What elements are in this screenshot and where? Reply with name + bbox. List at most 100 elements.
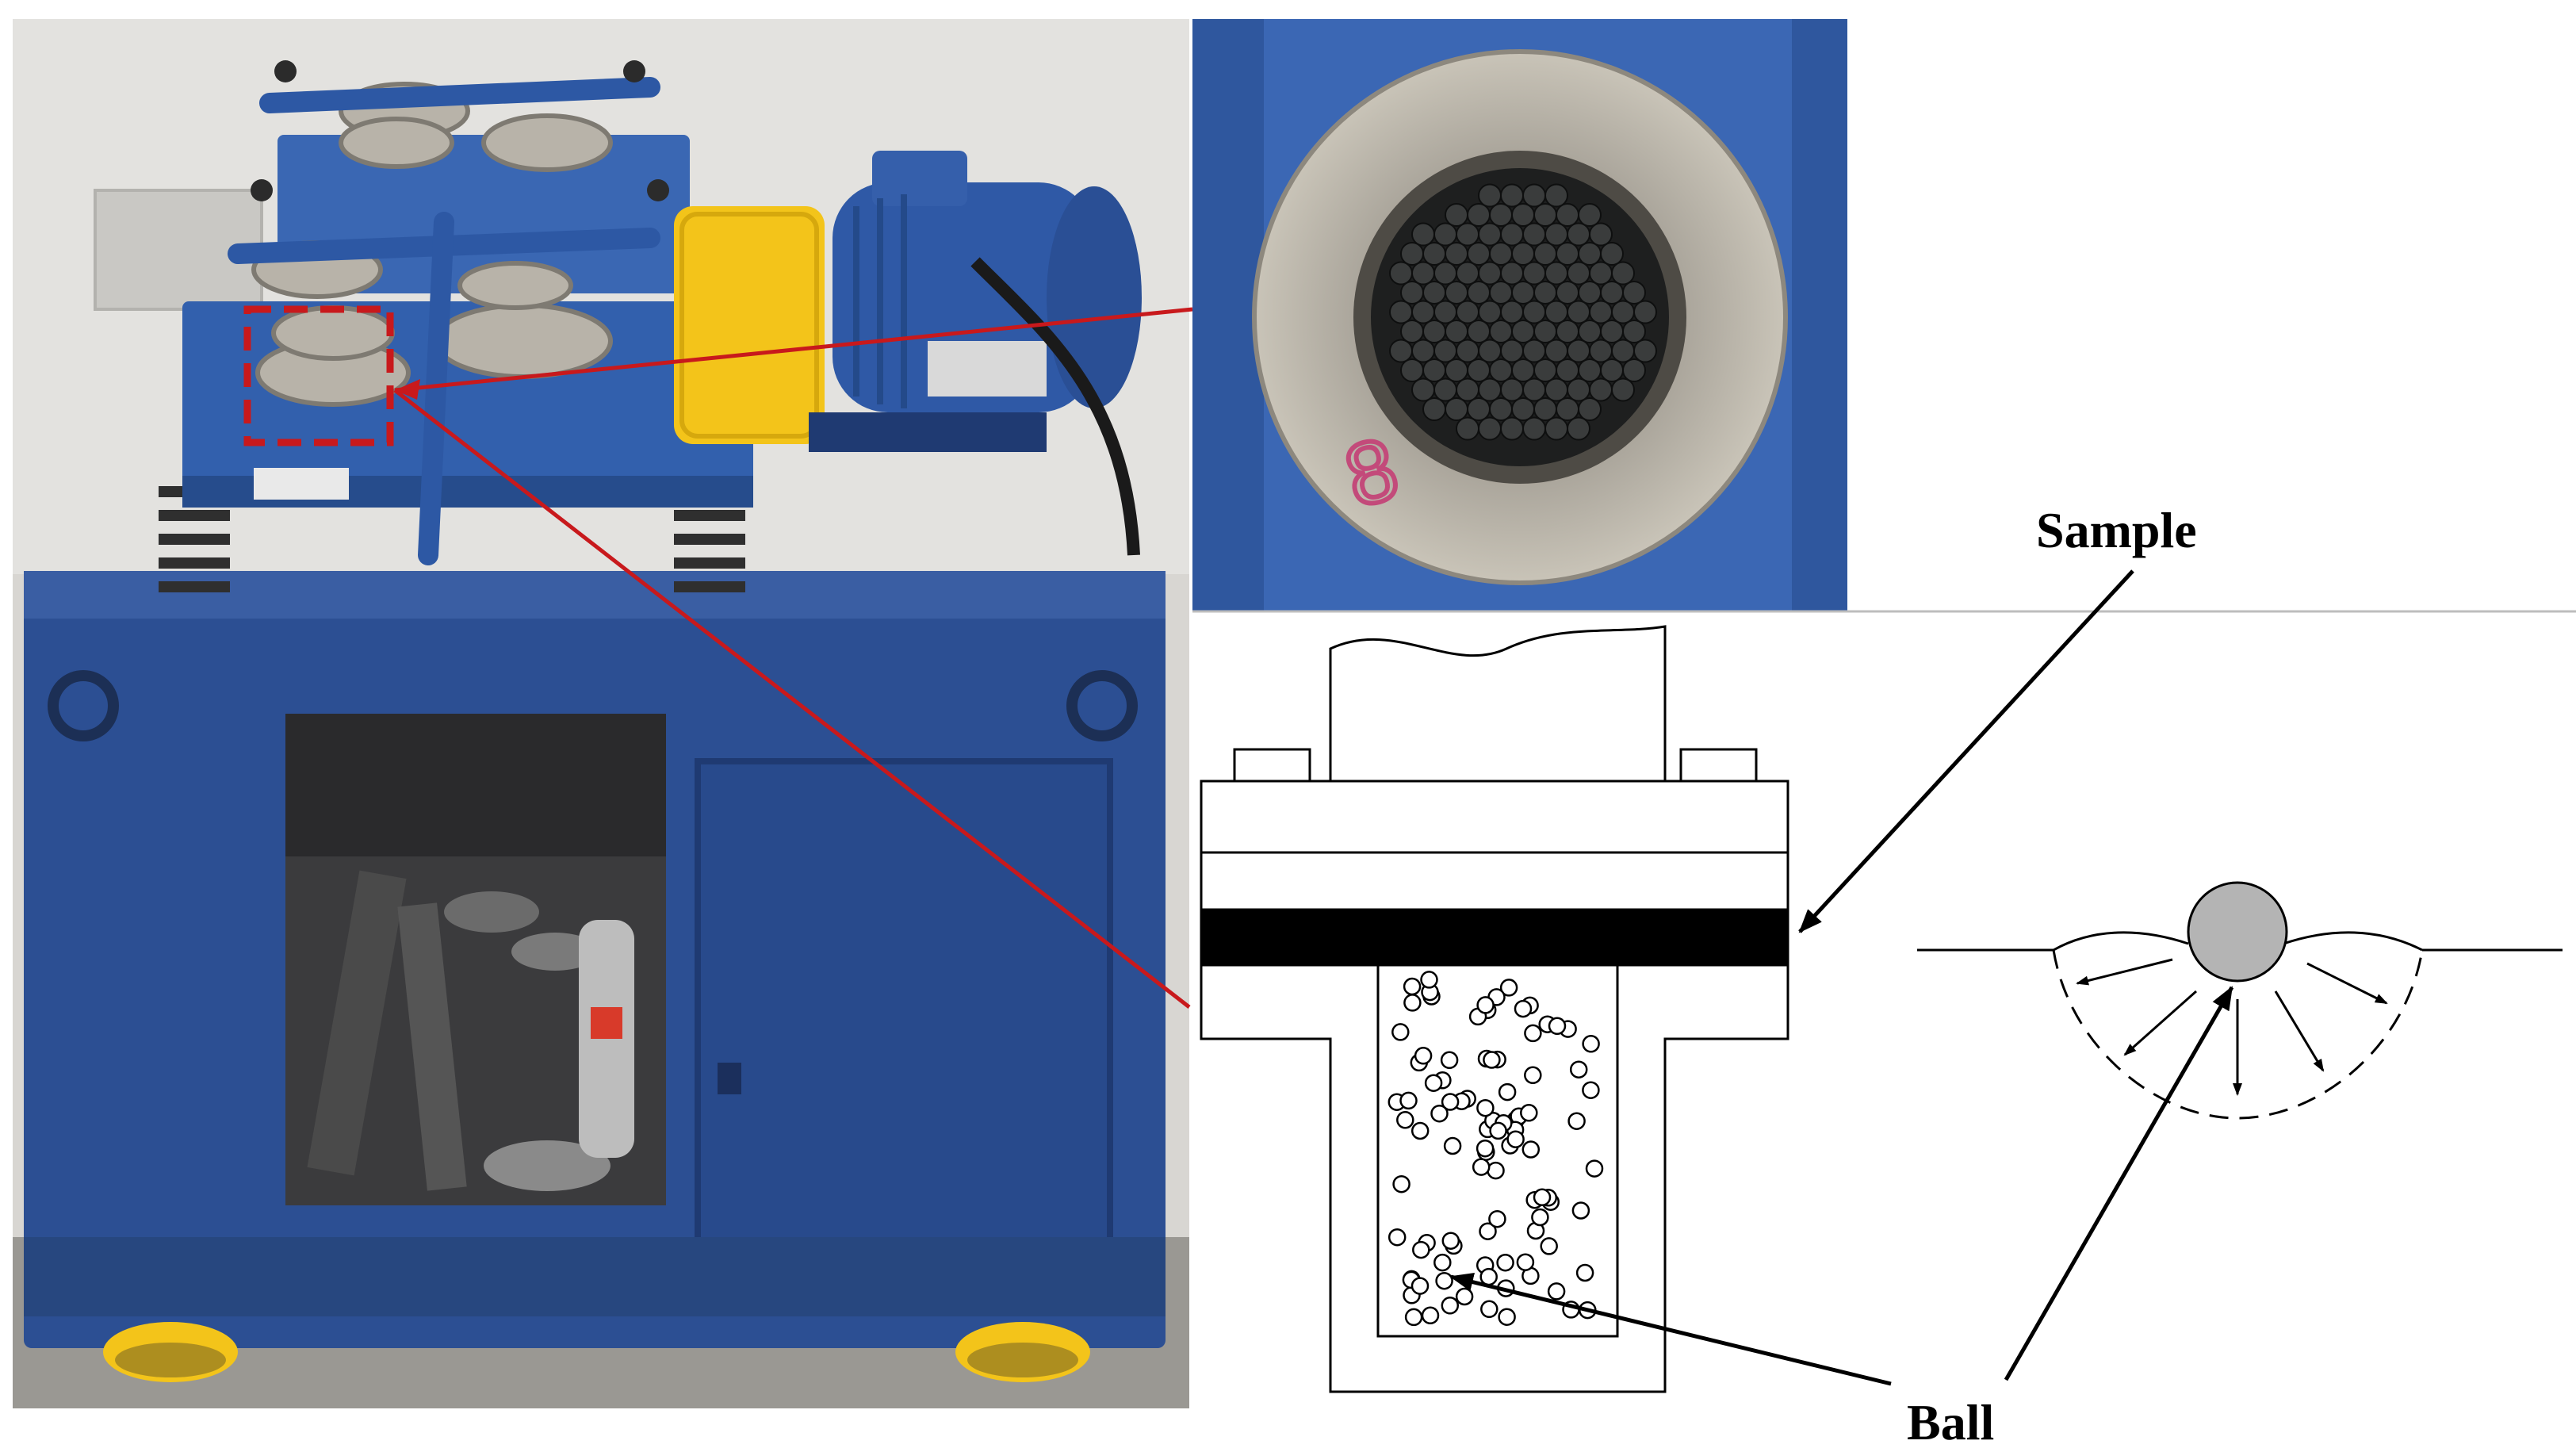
schematic-ball (1569, 1060, 1588, 1078)
steel-ball (1600, 320, 1624, 343)
steel-ball (1478, 261, 1502, 285)
schematic-ball (1582, 1081, 1600, 1099)
steel-ball (1489, 242, 1513, 266)
schematic-ball (1410, 1277, 1430, 1295)
steel-ball (1411, 377, 1435, 402)
schematic-ball (1388, 1228, 1407, 1247)
steel-ball (1456, 377, 1479, 402)
schematic-ball (1391, 1023, 1410, 1041)
steel-ball (1600, 242, 1624, 266)
sample-holder-highlight (243, 305, 394, 446)
steel-ball (1522, 416, 1546, 441)
steel-ball (1533, 203, 1557, 227)
steel-ball (1589, 339, 1613, 363)
steel-ball (1533, 320, 1557, 343)
schematic-ball (1582, 1035, 1600, 1053)
steel-ball (1411, 300, 1435, 324)
schematic-ball (1487, 1161, 1505, 1180)
steel-ball (1556, 242, 1579, 266)
schematic-ball (1403, 977, 1422, 996)
steel-ball (1422, 320, 1446, 343)
steel-ball (1578, 203, 1602, 227)
steel-ball (1489, 320, 1513, 343)
balls-closeup-photo: 8 (1192, 19, 1847, 611)
steel-ball (1578, 242, 1602, 266)
steel-ball (1544, 222, 1568, 247)
schematic-ball (1443, 1136, 1462, 1155)
steel-ball (1567, 339, 1590, 363)
steel-ball (1422, 242, 1446, 266)
steel-ball (1511, 320, 1535, 343)
steel-ball (1467, 281, 1491, 305)
steel-ball (1589, 222, 1613, 247)
steel-ball (1611, 377, 1635, 402)
steel-ball (1433, 261, 1457, 285)
schematic-ball (1499, 979, 1518, 997)
steel-ball (1478, 300, 1502, 324)
steel-ball (1533, 358, 1557, 382)
steel-ball (1556, 358, 1579, 382)
steel-ball (1511, 242, 1535, 266)
schematic-ball (1521, 1140, 1541, 1159)
steel-ball (1456, 261, 1479, 285)
steel-ball (1478, 416, 1502, 441)
steel-ball (1422, 281, 1446, 305)
schematic-ball (1404, 1308, 1423, 1327)
steel-ball (1578, 358, 1602, 382)
schematic-ball (1479, 1222, 1497, 1240)
schematic-ball (1489, 1121, 1507, 1140)
schematic-ball (1480, 1300, 1499, 1319)
steel-ball (1633, 339, 1657, 363)
steel-ball (1567, 377, 1590, 402)
steel-ball (1456, 416, 1479, 441)
steel-ball (1511, 397, 1535, 421)
steel-ball (1567, 300, 1590, 324)
steel-ball (1556, 281, 1579, 305)
steel-ball (1500, 377, 1524, 402)
steel-ball (1478, 222, 1502, 247)
steel-ball (1467, 397, 1491, 421)
steel-ball (1489, 397, 1513, 421)
impact-ball-icon (2187, 881, 2288, 983)
steel-ball (1389, 339, 1413, 363)
steel-ball (1522, 300, 1546, 324)
schematic-ball (1506, 1130, 1525, 1148)
steel-ball (1589, 300, 1613, 324)
steel-ball (1611, 261, 1635, 285)
schematic-ball (1571, 1201, 1590, 1220)
steel-ball (1400, 242, 1424, 266)
steel-ball (1478, 339, 1502, 363)
steel-ball (1633, 300, 1657, 324)
steel-ball (1578, 397, 1602, 421)
steel-ball (1411, 222, 1435, 247)
schematic-ball (1476, 996, 1495, 1014)
schematic-ball (1440, 1051, 1459, 1070)
steel-ball (1533, 397, 1557, 421)
steel-ball (1600, 358, 1624, 382)
steel-ball (1522, 339, 1546, 363)
holder-schematic (1200, 625, 1789, 1393)
schematic-ball (1441, 1232, 1460, 1250)
steel-ball (1389, 300, 1413, 324)
peening-detail-schematic (1917, 881, 2563, 1120)
schematic-ball (1430, 1104, 1449, 1123)
steel-ball (1567, 222, 1590, 247)
steel-ball (1622, 320, 1646, 343)
steel-ball (1511, 203, 1535, 227)
schematic-ball (1472, 1158, 1491, 1176)
schematic-ball (1476, 1139, 1495, 1158)
schematic-ball (1531, 1208, 1549, 1227)
callout-arrowhead (395, 379, 420, 400)
schematic-ball (1514, 999, 1533, 1018)
steel-ball (1578, 320, 1602, 343)
schematic-ball (1498, 1082, 1517, 1101)
steel-ball (1556, 397, 1579, 421)
schematic-ball (1483, 1051, 1501, 1069)
steel-ball (1456, 222, 1479, 247)
steel-ball (1433, 339, 1457, 363)
steel-ball (1500, 222, 1524, 247)
schematic-ball (1496, 1253, 1514, 1272)
steel-ball (1544, 300, 1568, 324)
steel-ball (1500, 300, 1524, 324)
